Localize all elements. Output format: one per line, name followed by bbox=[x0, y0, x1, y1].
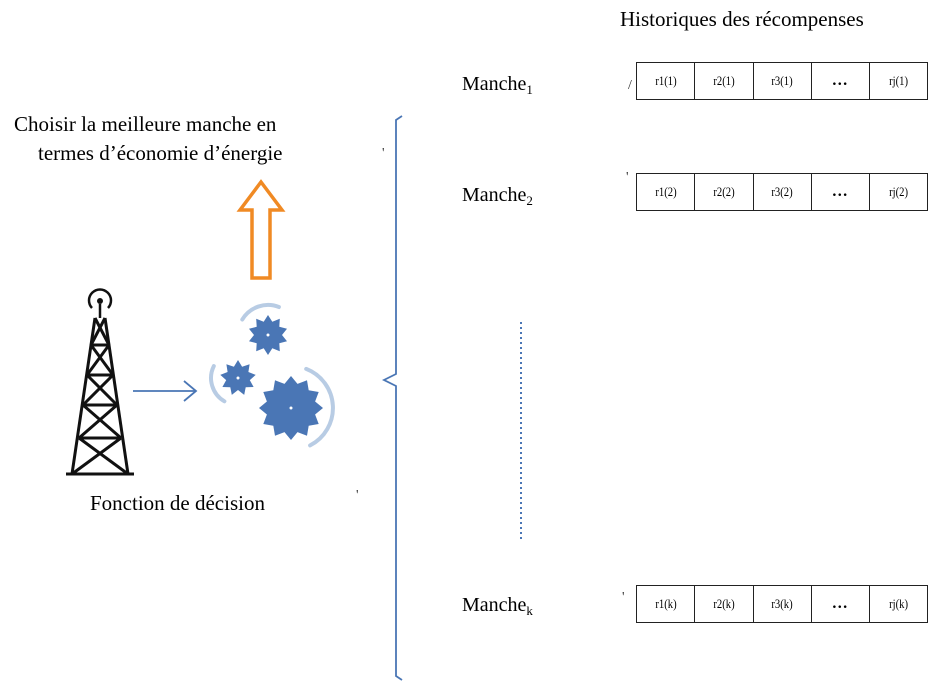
reward-cell: r1(k) bbox=[635, 585, 696, 623]
arm-label-k: Manchek bbox=[462, 594, 533, 618]
tick-mark: / bbox=[628, 78, 632, 93]
decision-function-label: Fonction de décision bbox=[90, 491, 265, 515]
reward-cell: r2(2) bbox=[694, 173, 754, 211]
reward-cell: r1(1) bbox=[635, 62, 696, 100]
gear-hub bbox=[289, 406, 293, 410]
reward-cell: rj(k) bbox=[868, 585, 928, 623]
reward-table-arm-k: r1(k) r2(k) r3(k) … rj(k) bbox=[635, 585, 928, 623]
reward-cell: r3(k) bbox=[752, 585, 812, 623]
ellipsis-cell: … bbox=[810, 62, 870, 100]
gear-rotation-arc bbox=[209, 364, 227, 404]
gear-hub bbox=[266, 333, 270, 337]
reward-cell: r2(1) bbox=[694, 62, 754, 100]
table-row: r1(1) r2(1) r3(1) … rj(1) bbox=[635, 62, 928, 100]
reward-cell: r2(k) bbox=[694, 585, 754, 623]
tick-mark: ' bbox=[622, 590, 625, 605]
reward-cell: r3(2) bbox=[752, 173, 812, 211]
gear-rotation-arc bbox=[240, 302, 281, 322]
tower-icon bbox=[66, 288, 134, 476]
reward-cell: rj(2) bbox=[868, 173, 928, 211]
arrow-up-icon bbox=[236, 179, 286, 280]
arm-label-2: Manche2 bbox=[462, 184, 533, 208]
rewards-history-title: Historiques des récompenses bbox=[620, 7, 864, 31]
tick-mark: ' bbox=[626, 170, 629, 185]
gears-icon bbox=[209, 302, 335, 448]
table-row: r1(k) r2(k) r3(k) … rj(k) bbox=[635, 585, 928, 623]
brace-icon bbox=[381, 115, 403, 681]
gear-rotation-arc bbox=[304, 366, 335, 448]
tick-mark: ' bbox=[356, 488, 359, 503]
arrow-right-icon bbox=[133, 380, 198, 402]
goal-text-line1: Choisir la meilleure manche en bbox=[14, 112, 277, 136]
tick-mark: ' bbox=[382, 146, 385, 161]
gear-hub bbox=[236, 376, 240, 380]
arm-label-1: Manche1 bbox=[462, 73, 533, 97]
goal-text-line2: termes d’économie d’énergie bbox=[38, 141, 283, 165]
ellipsis-cell: … bbox=[810, 173, 870, 211]
reward-table-arm-2: r1(2) r2(2) r3(2) … rj(2) bbox=[635, 173, 928, 211]
table-row: r1(2) r2(2) r3(2) … rj(2) bbox=[635, 173, 928, 211]
reward-cell: rj(1) bbox=[868, 62, 928, 100]
reward-cell: r3(1) bbox=[752, 62, 812, 100]
reward-table-arm-1: r1(1) r2(1) r3(1) … rj(1) bbox=[635, 62, 928, 100]
ellipsis-cell: … bbox=[810, 585, 870, 623]
